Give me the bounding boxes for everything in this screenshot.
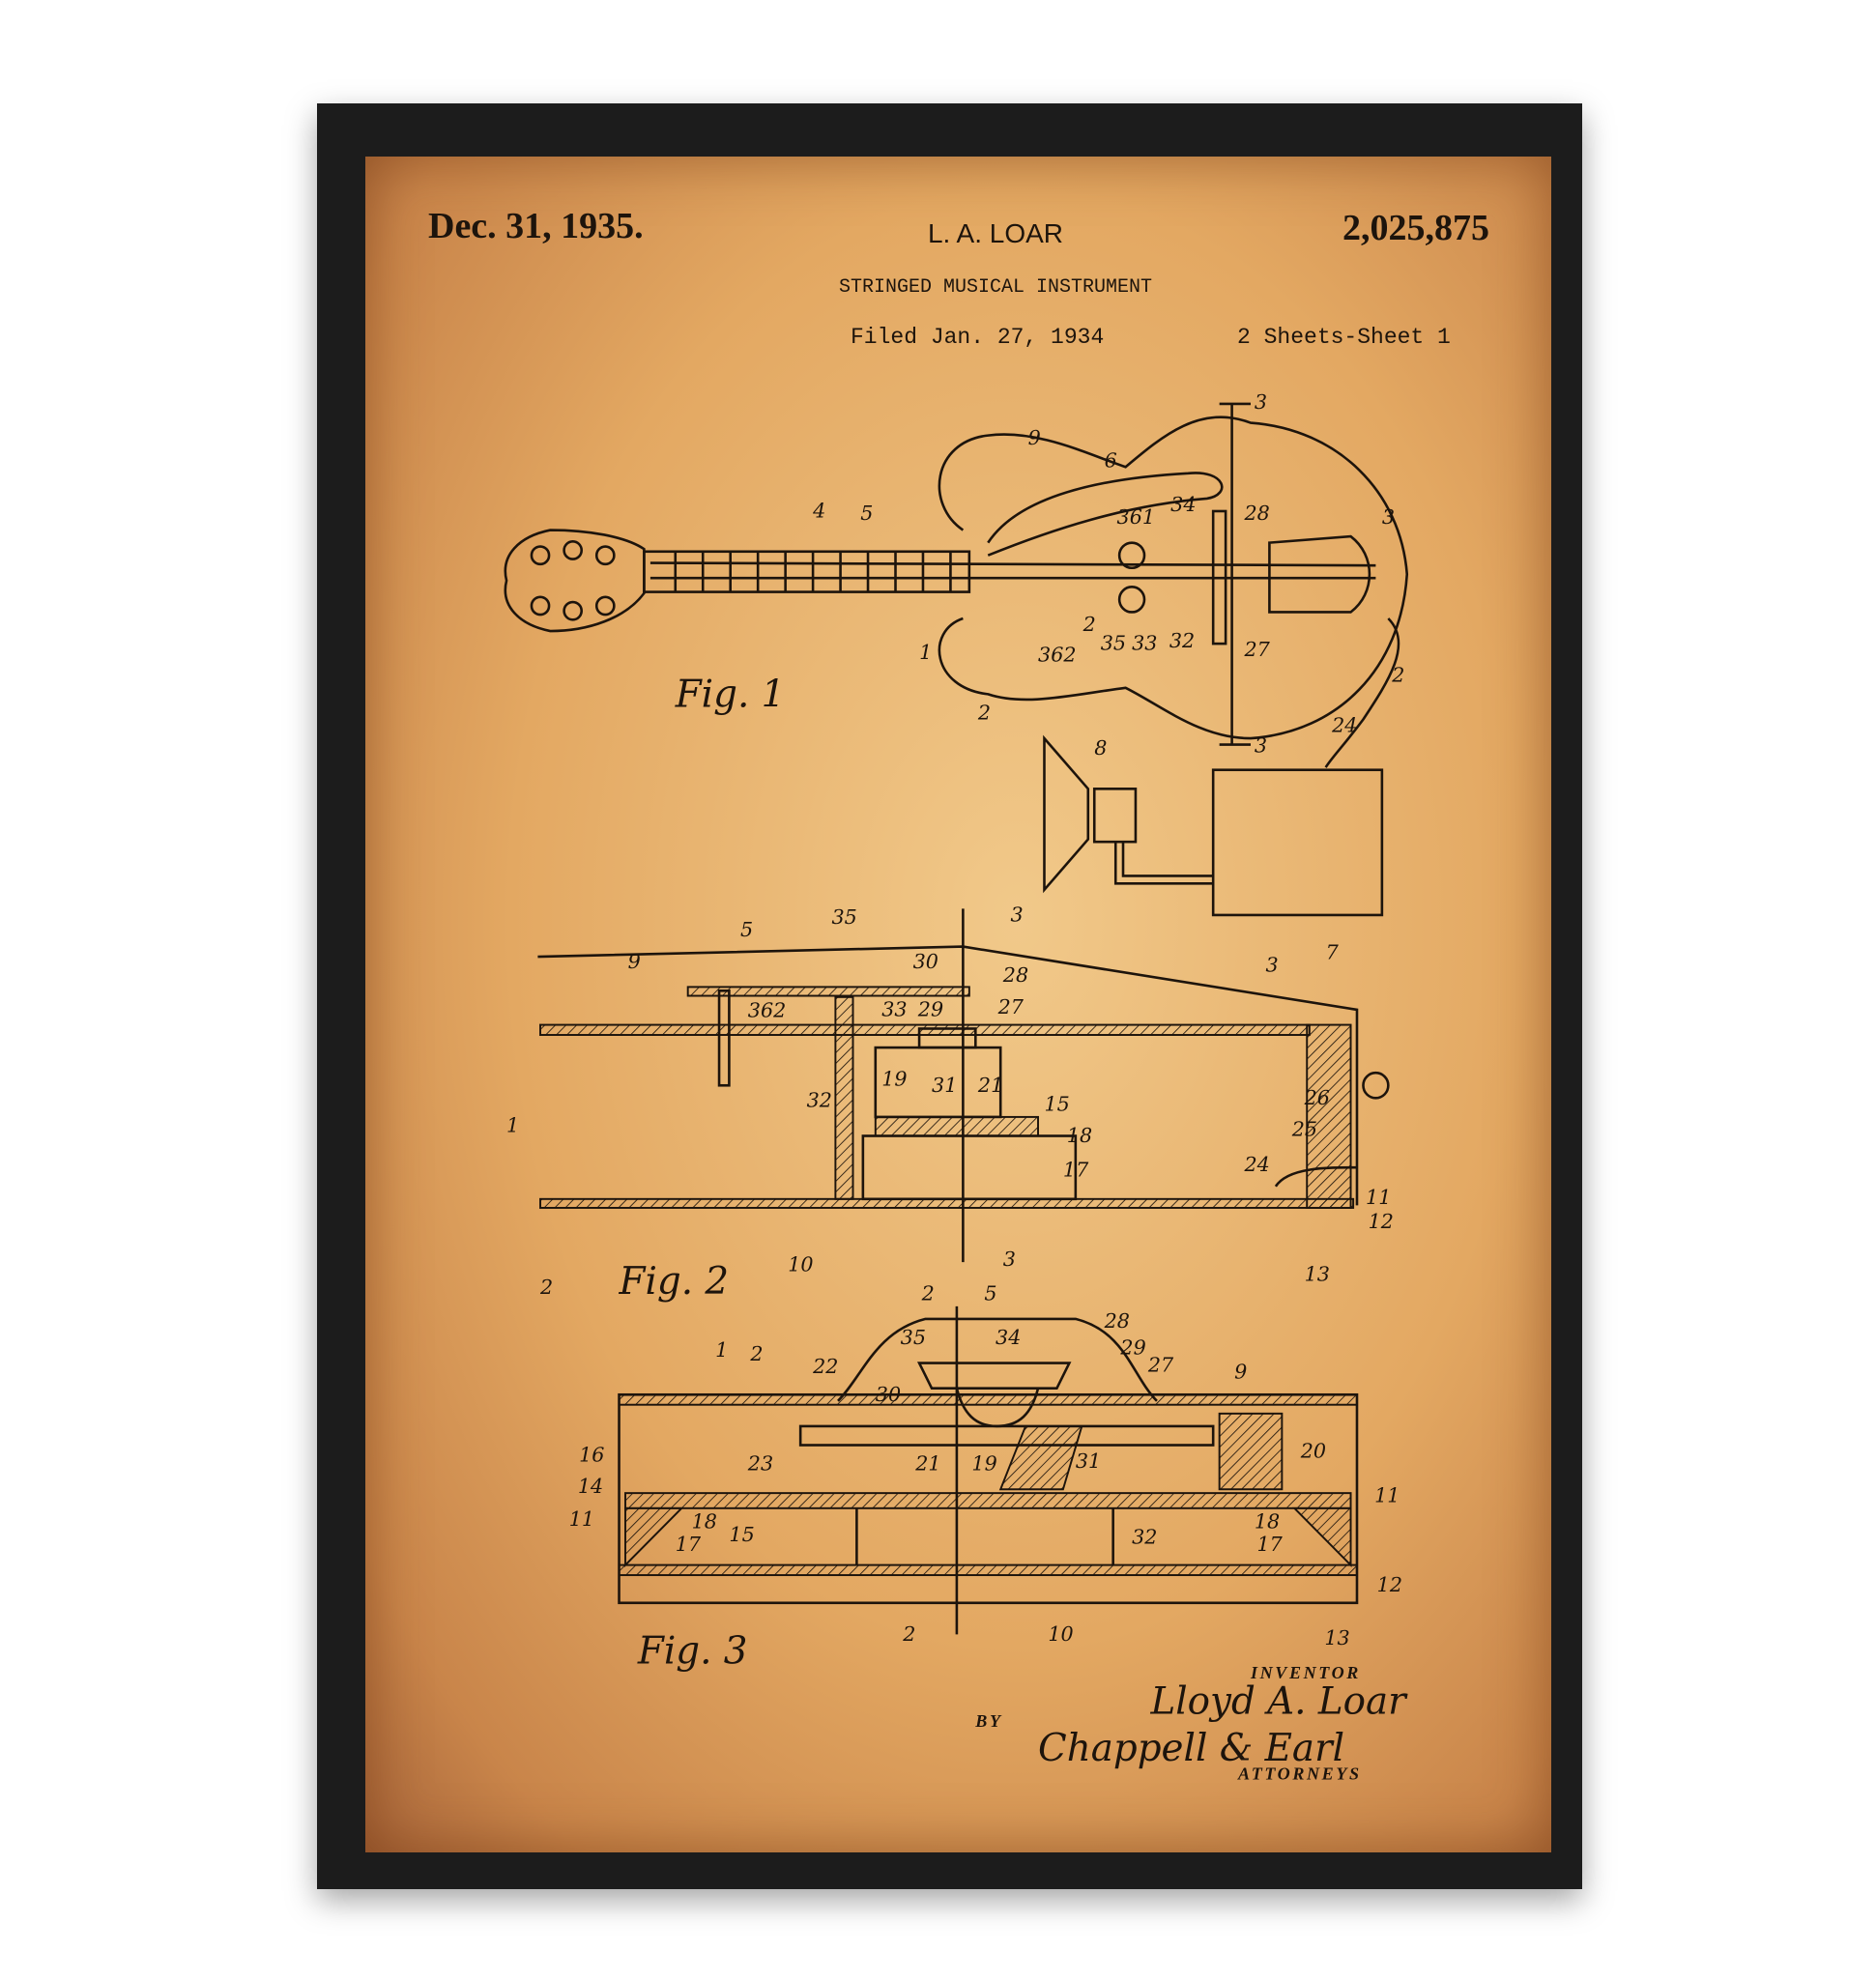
- reference-numeral: 28: [1002, 963, 1028, 987]
- reference-numeral: 14: [578, 1475, 603, 1498]
- reference-numeral: 9: [1028, 426, 1041, 449]
- reference-numeral: 18: [1067, 1124, 1092, 1147]
- inventor-signature: Lloyd A. Loar: [1149, 1680, 1408, 1724]
- fig3-label: Fig. 3: [637, 1629, 748, 1673]
- reference-numeral: 33: [881, 997, 907, 1020]
- reference-numeral: 1: [715, 1338, 728, 1362]
- reference-numeral: 15: [729, 1523, 754, 1546]
- reference-numeral: 24: [1331, 713, 1357, 736]
- reference-numeral: 17: [1256, 1533, 1283, 1556]
- reference-numeral: 10: [788, 1252, 813, 1276]
- reference-numeral: 13: [1324, 1626, 1349, 1649]
- reference-numeral: 2: [749, 1342, 763, 1365]
- reference-numeral: 26: [1304, 1086, 1330, 1109]
- reference-numeral: 27: [997, 995, 1025, 1018]
- reference-numeral: 31: [932, 1074, 957, 1097]
- reference-numeral: 24: [1244, 1153, 1270, 1176]
- reference-numeral: 35: [832, 905, 857, 929]
- reference-numeral: 28: [1104, 1309, 1130, 1333]
- reference-numeral: 1: [506, 1114, 519, 1137]
- fig2-label: Fig. 2: [619, 1260, 730, 1304]
- fig2-section: [537, 908, 1388, 1262]
- reference-numeral: 3: [1003, 1248, 1016, 1271]
- reference-numeral: 22: [812, 1355, 838, 1378]
- reference-numeral: 12: [1377, 1573, 1402, 1596]
- reference-numeral: 9: [628, 950, 641, 973]
- reference-numeral: 16: [579, 1443, 604, 1466]
- reference-numeral: 2: [902, 1622, 915, 1646]
- reference-numeral: 2: [1391, 663, 1404, 686]
- by-label: BY: [974, 1711, 1002, 1731]
- reference-numeral: 34: [996, 1326, 1021, 1349]
- reference-numeral: 18: [1255, 1510, 1280, 1534]
- reference-numeral: 10: [1048, 1622, 1073, 1646]
- fig1-label: Fig. 1: [675, 673, 786, 716]
- reference-numeral: 32: [807, 1088, 832, 1111]
- reference-numeral: 28: [1244, 502, 1270, 525]
- reference-numeral: 35: [1101, 632, 1126, 655]
- fig1-guitar: [505, 404, 1407, 767]
- reference-numeral: 362: [1038, 643, 1077, 666]
- reference-numeral: 1: [919, 641, 932, 664]
- reference-numeral: 5: [860, 502, 873, 525]
- reference-numeral: 2: [977, 701, 991, 724]
- reference-numeral: 3: [1011, 903, 1024, 926]
- reference-numeral: 2: [921, 1281, 935, 1305]
- reference-numeral: 4: [812, 499, 825, 522]
- reference-numeral: 25: [1291, 1117, 1317, 1140]
- reference-numeral: 19: [971, 1452, 996, 1476]
- reference-numeral: 9: [1234, 1360, 1247, 1383]
- reference-numeral: 6: [1105, 448, 1117, 472]
- reference-numeral: 5: [740, 918, 753, 941]
- reference-numeral: 18: [692, 1510, 717, 1534]
- amplifier-speaker: [1044, 738, 1381, 915]
- reference-numeral: 33: [1132, 632, 1157, 655]
- reference-numeral: 27: [1147, 1354, 1174, 1377]
- reference-numeral: 31: [1076, 1449, 1101, 1473]
- reference-numeral: 23: [747, 1452, 773, 1476]
- reference-numeral: 362: [748, 999, 787, 1022]
- reference-numeral: 21: [914, 1452, 940, 1476]
- reference-numeral: 27: [1244, 638, 1271, 661]
- reference-numeral: 35: [901, 1326, 926, 1349]
- reference-numeral: 3: [1266, 954, 1279, 977]
- reference-numeral: 29: [1119, 1335, 1145, 1359]
- reference-numeral: 11: [1374, 1483, 1400, 1506]
- reference-numeral: 29: [917, 997, 943, 1020]
- reference-numeral: 2: [1082, 613, 1096, 636]
- reference-numeral: 30: [876, 1383, 901, 1406]
- reference-numeral: 3: [1255, 390, 1267, 414]
- reference-numeral: 32: [1132, 1525, 1157, 1548]
- reference-numeral: 2: [539, 1276, 553, 1299]
- reference-numeral: 361: [1117, 505, 1156, 529]
- reference-numeral: 19: [881, 1067, 907, 1090]
- reference-numeral: 3: [1255, 733, 1267, 757]
- reference-numeral: 30: [913, 950, 938, 973]
- reference-numeral: 13: [1305, 1263, 1330, 1286]
- reference-numeral: 17: [1063, 1158, 1089, 1181]
- reference-numeral: 11: [569, 1507, 594, 1531]
- reference-numeral: 3: [1382, 505, 1395, 529]
- reference-numeral: 5: [984, 1281, 996, 1305]
- reference-numeral: 12: [1369, 1210, 1394, 1233]
- reference-numeral: 20: [1300, 1439, 1326, 1462]
- reference-numeral: 7: [1326, 941, 1340, 964]
- reference-numeral: 8: [1094, 736, 1107, 760]
- reference-numeral: 34: [1170, 493, 1196, 516]
- reference-numeral: 11: [1366, 1186, 1391, 1209]
- attorneys-caption: ATTORNEYS: [1237, 1764, 1362, 1784]
- reference-numeral: 15: [1044, 1092, 1069, 1115]
- reference-numeral: 21: [977, 1074, 1003, 1097]
- reference-numeral: 32: [1169, 629, 1195, 652]
- reference-numeral: 17: [676, 1533, 702, 1556]
